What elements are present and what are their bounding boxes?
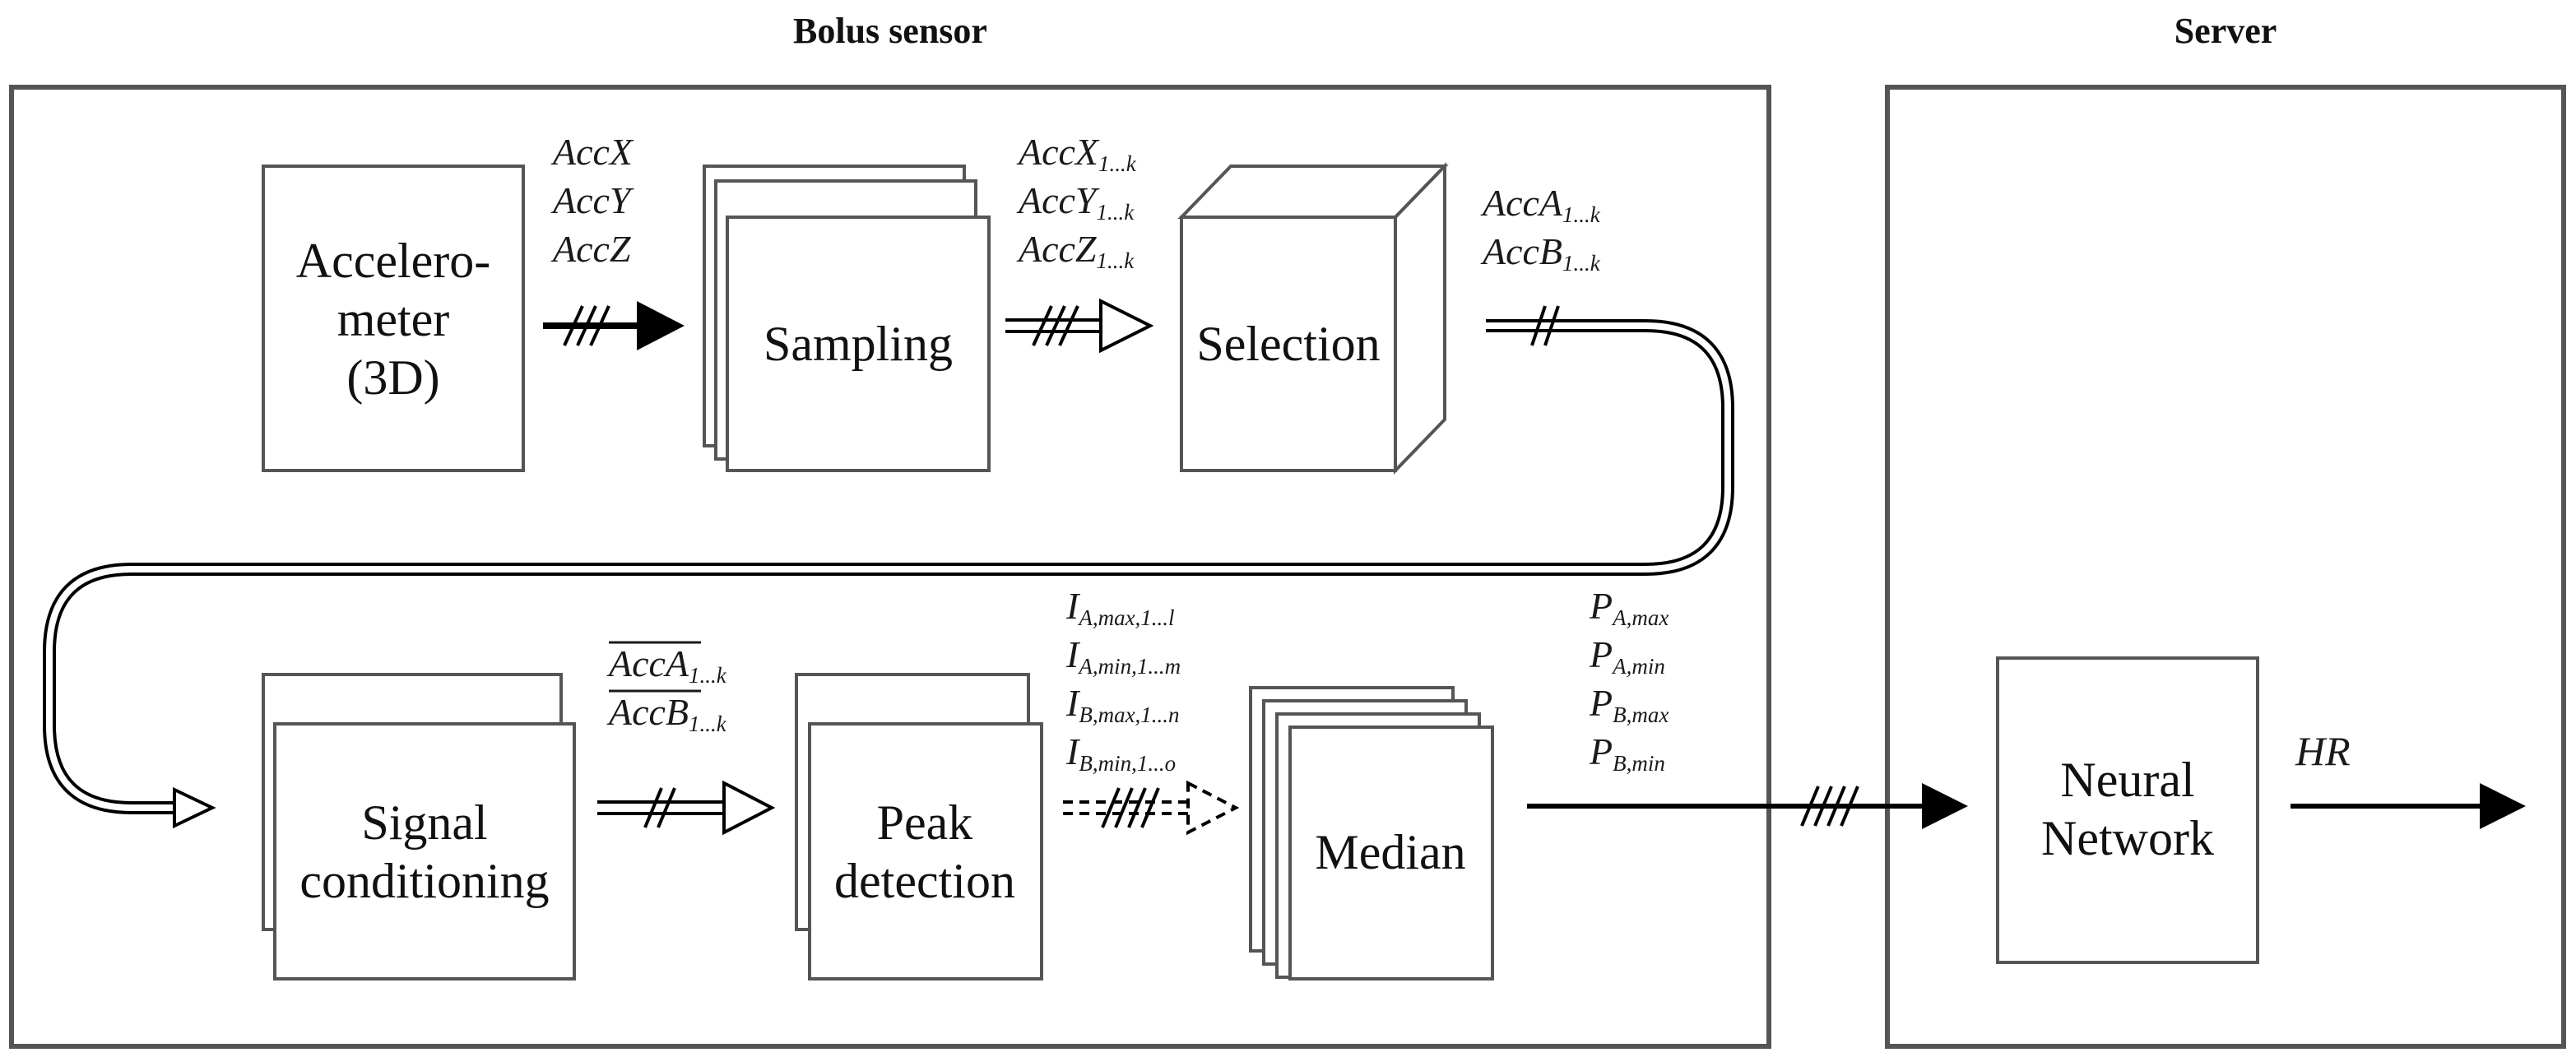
arrow-selection-to-signal-conditioning <box>43 305 1734 829</box>
peak-detection-block: Peak detection <box>795 673 1043 981</box>
selected-signal-labels: AccA1...k AccB1...k <box>1480 182 1601 276</box>
neural-network-label-line2: Network <box>2041 811 2214 865</box>
bolus-sensor-frame <box>9 85 1771 1049</box>
median-block: Median <box>1249 686 1494 981</box>
signal-label: AccY1...k <box>1016 179 1135 225</box>
signal-label: IA,max,1...l <box>1065 585 1175 630</box>
peak-detection-label-line1: Peak <box>877 795 973 850</box>
arrow-peak-detection-to-median <box>1063 780 1240 836</box>
accelerometer-label-line1: Accelero- <box>296 234 490 288</box>
signal-label: AccZ1...k <box>1016 228 1135 273</box>
sampling-block: Sampling <box>703 165 991 472</box>
signal-label: PA,min <box>1589 633 1665 679</box>
section-title-bolus-sensor: Bolus sensor <box>793 11 987 51</box>
peak-detection-label-line2: detection <box>834 854 1015 908</box>
signal-conditioning-block: Signal conditioning <box>262 673 576 981</box>
arrow-sampling-to-selection <box>1005 298 1154 354</box>
selection-block: Selection <box>1177 162 1449 475</box>
signal-label: AccX <box>550 131 634 173</box>
output-label-hr: HR <box>2295 728 2351 774</box>
signal-label: AccB1...k <box>606 691 727 736</box>
neural-network-block: Neural Network <box>1996 656 2259 964</box>
arrow-accelerometer-to-sampling <box>543 301 685 350</box>
arrow-conditioning-to-peak-detection <box>597 780 776 836</box>
signal-label: IB,max,1...n <box>1065 682 1180 727</box>
accelerometer-label-line3: (3D) <box>346 350 439 405</box>
accelerometer-block: Accelero- meter (3D) <box>262 165 525 472</box>
section-title-server: Server <box>2175 11 2277 51</box>
signal-label: AccZ <box>550 228 631 270</box>
conditioned-signal-labels: AccA1...k AccB1...k <box>606 641 727 736</box>
sampled-signal-labels: AccX1...k AccY1...k AccZ1...k <box>1016 131 1137 273</box>
signal-conditioning-label-line1: Signal <box>361 795 487 850</box>
signal-label: AccA1...k <box>606 642 727 688</box>
accelerometer-label-line2: meter <box>337 292 450 346</box>
median-label: Median <box>1315 825 1465 879</box>
signal-label: IB,min,1...o <box>1065 730 1176 776</box>
signal-label: AccY <box>550 179 634 221</box>
peak-index-labels: IA,max,1...l IA,min,1...m IB,max,1...n I… <box>1065 585 1181 776</box>
selection-label: Selection <box>1196 317 1380 371</box>
sampling-label: Sampling <box>764 317 953 371</box>
median-output-labels: PA,max PA,min PB,max PB,min <box>1589 585 1669 776</box>
neural-network-label-line1: Neural <box>2060 753 2194 807</box>
signal-label: PB,max <box>1589 682 1669 727</box>
signal-conditioning-label-line2: conditioning <box>299 854 549 908</box>
signal-label: PA,max <box>1589 585 1669 630</box>
signal-label: IA,min,1...m <box>1065 633 1181 679</box>
signal-label: AccX1...k <box>1016 131 1137 176</box>
raw-signal-labels: AccX AccY AccZ <box>550 131 634 270</box>
arrow-neural-network-output: HR <box>2291 728 2526 829</box>
signal-label: AccB1...k <box>1480 230 1601 276</box>
arrow-median-to-neural-network <box>1527 783 1968 829</box>
signal-label: AccA1...k <box>1480 182 1601 227</box>
signal-label: PB,min <box>1589 730 1665 776</box>
server-frame <box>1885 85 2566 1049</box>
